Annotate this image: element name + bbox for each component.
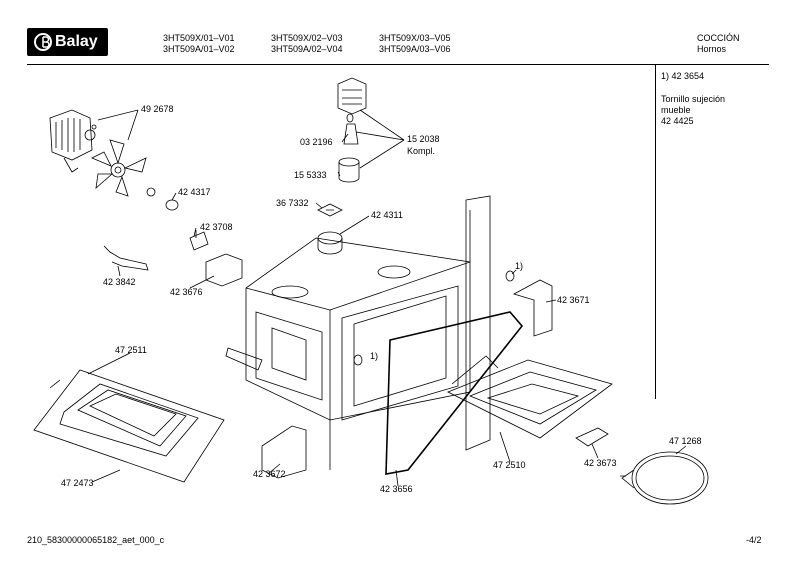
model-code: 3HT509X/01–V01 — [163, 33, 235, 43]
sleeve-part — [165, 199, 179, 211]
part-label: 42 3656 — [380, 484, 413, 494]
balay-logo: Balay — [27, 28, 108, 56]
model-code: 3HT509A/02–V04 — [271, 44, 343, 54]
sensor-probe — [103, 245, 149, 271]
lamp-socket-body — [317, 238, 343, 255]
note-line: 1) 42 3654 — [661, 71, 705, 81]
part-label: 42 3671 — [557, 295, 590, 305]
leader-lines — [87, 109, 687, 487]
lamp-assembly — [337, 77, 367, 183]
part-label: 03 2196 — [300, 137, 333, 147]
note-line: 42 4425 — [661, 116, 694, 126]
part-label: Kompl. — [407, 146, 436, 156]
category: COCCIÓN — [697, 33, 740, 43]
reference-marker: 1) — [515, 261, 524, 271]
note-line: Tornillo sujeción — [661, 94, 726, 104]
part-label: 42 4317 — [178, 187, 211, 197]
brand-name: Balay — [55, 33, 98, 50]
bracket-bottom — [261, 425, 307, 479]
part-label: 15 2038 — [407, 134, 440, 144]
part-label: 42 3842 — [103, 277, 136, 287]
part-label: 42 3672 — [253, 469, 286, 479]
model-group-3: 3HT509X/03–V05 3HT509A/03–V06 — [379, 33, 451, 55]
part-label: 42 3708 — [200, 222, 233, 232]
model-group-2: 3HT509X/02–V03 3HT509A/02–V04 — [271, 33, 343, 55]
header-divider — [27, 64, 769, 65]
part-label: 42 3676 — [170, 287, 203, 297]
lamp-holder — [317, 203, 343, 217]
screw-front — [353, 354, 363, 366]
reference-marker: 1) — [370, 351, 379, 361]
door-seal — [385, 311, 524, 475]
heating-element-grill — [447, 355, 613, 439]
bracket-small — [575, 427, 609, 447]
model-group-1: 3HT509X/01–V01 3HT509A/01–V02 — [163, 33, 235, 55]
bracket-right — [512, 279, 553, 337]
part-label: 36 7332 — [276, 198, 309, 208]
thermostat — [189, 230, 209, 251]
document-id: 210_58300000065182_aet_000_c — [27, 535, 165, 545]
fan-blade — [91, 139, 147, 197]
circular-element — [620, 451, 709, 505]
oven-cavity — [225, 195, 491, 470]
heating-element-bottom — [33, 369, 225, 483]
page-number: -4/2 — [746, 535, 762, 545]
notes-panel: 1) 42 3654 Tornillo sujeción mueble 42 4… — [661, 71, 725, 127]
balay-logo-icon — [34, 33, 52, 51]
fan-motor — [49, 109, 97, 173]
model-code: 3HT509A/03–V06 — [379, 44, 451, 54]
notes-divider — [655, 64, 656, 399]
part-label: 47 2510 — [493, 460, 526, 470]
part-label: 47 2473 — [61, 478, 94, 488]
part-label: 15 5333 — [294, 170, 327, 180]
part-label: 47 1268 — [669, 436, 702, 446]
screw-right — [505, 270, 515, 282]
part-label: 42 3673 — [584, 458, 617, 468]
part-label: 49 2678 — [141, 104, 174, 114]
model-code: 3HT509X/02–V03 — [271, 33, 343, 43]
model-code: 3HT509A/01–V02 — [163, 44, 235, 54]
part-label: 42 4311 — [371, 210, 403, 220]
bracket-left — [205, 253, 243, 287]
lamp-socket — [317, 231, 343, 245]
note-line: mueble — [661, 105, 691, 115]
model-code: 3HT509X/03–V05 — [379, 33, 451, 43]
subcategory: Hornos — [697, 44, 727, 54]
nut-part — [146, 187, 156, 197]
category-block: COCCIÓN Hornos — [697, 33, 740, 55]
part-label: 47 2511 — [115, 345, 147, 355]
